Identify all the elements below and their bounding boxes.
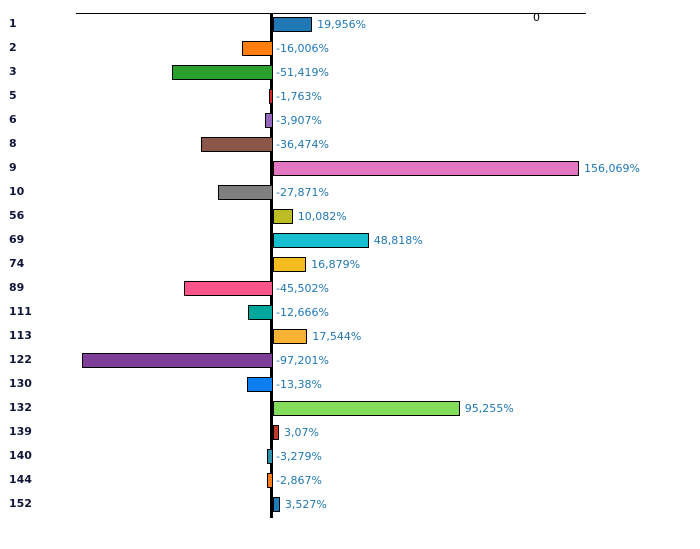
category-label: 122 (9, 353, 32, 366)
bar-130[interactable] (246, 377, 273, 392)
category-label: 8 (9, 137, 17, 150)
bar-value-label: 95,255% (464, 402, 514, 415)
category-label: 152 (9, 497, 32, 510)
bar-row: 74 16,879% (0, 253, 700, 277)
category-label: 113 (9, 329, 32, 342)
bar-row: 1 19,956% (0, 13, 700, 37)
bar-value-label: -51,419% (276, 66, 329, 79)
category-label: 2 (9, 41, 17, 54)
bar-140[interactable] (266, 449, 273, 464)
bar-row: 140 -3,279% (0, 445, 700, 469)
bar-row: 113 17,544% (0, 325, 700, 349)
bar-row: 56 10,082% (0, 205, 700, 229)
bar-74[interactable] (273, 257, 307, 272)
top-axis-line (76, 13, 586, 14)
bar-113[interactable] (273, 329, 308, 344)
bar-row: 10 -27,871% (0, 181, 700, 205)
bar-value-label: 156,069% (584, 162, 640, 175)
bar-value-label: -3,279% (276, 450, 322, 463)
bar-1[interactable] (273, 17, 313, 32)
bar-3[interactable] (172, 65, 273, 80)
bar-row: 144 -2,867% (0, 469, 700, 493)
bar-value-label: -12,666% (276, 306, 329, 319)
bar-value-label: 10,082% (297, 210, 347, 223)
category-label: 111 (9, 305, 32, 318)
bar-152[interactable] (273, 497, 280, 512)
bar-row: 3 -51,419% (0, 61, 700, 85)
category-label: 1 (9, 17, 17, 30)
bar-132[interactable] (273, 401, 460, 416)
category-label: 56 (9, 209, 25, 222)
bar-row: 139 3,07% (0, 421, 700, 445)
bar-value-label: 3,527% (284, 498, 327, 511)
bar-row: 89 -45,502% (0, 277, 700, 301)
bar-row: 130 -13,38% (0, 373, 700, 397)
category-label: 74 (9, 257, 25, 270)
bar-row: 5 -1,763% (0, 85, 700, 109)
bar-6[interactable] (265, 113, 273, 128)
bar-89[interactable] (183, 281, 273, 296)
category-label: 3 (9, 65, 17, 78)
category-label: 69 (9, 233, 25, 246)
bar-value-label: -36,474% (276, 138, 329, 151)
bar-value-label: -3,907% (276, 114, 322, 127)
bar-row: 8 -36,474% (0, 133, 700, 157)
bar-value-label: -45,502% (276, 282, 329, 295)
bar-8[interactable] (201, 137, 273, 152)
bar-56[interactable] (273, 209, 293, 224)
bar-value-label: 17,544% (312, 330, 362, 343)
category-label: 130 (9, 377, 32, 390)
bar-value-label: -27,871% (276, 186, 329, 199)
bar-value-label: -16,006% (276, 42, 329, 55)
bar-122[interactable] (82, 353, 273, 368)
bar-9[interactable] (273, 161, 579, 176)
bar-value-label: -2,867% (276, 474, 322, 487)
bar-row: 6 -3,907% (0, 109, 700, 133)
bar-row: 132 95,255% (0, 397, 700, 421)
bar-10[interactable] (218, 185, 273, 200)
bar-row: 122 -97,201% (0, 349, 700, 373)
bar-value-label: -97,201% (276, 354, 329, 367)
category-label: 139 (9, 425, 32, 438)
bar-value-label: 3,07% (284, 426, 319, 439)
bar-value-label: 16,879% (311, 258, 361, 271)
bar-rows-container: 1 19,956% 2 -16,006% 3 -51,419% 5 -1,763% 6 -3,90… (0, 13, 700, 517)
bar-row: 69 48,818% (0, 229, 700, 253)
axis-tick-label-zero: 0 (533, 11, 540, 24)
category-label: 10 (9, 185, 25, 198)
bar-5[interactable] (269, 89, 273, 104)
category-label: 89 (9, 281, 25, 294)
bar-row: 152 3,527% (0, 493, 700, 517)
category-label: 140 (9, 449, 32, 462)
category-label: 132 (9, 401, 32, 414)
bar-144[interactable] (267, 473, 273, 488)
bar-row: 111 -12,666% (0, 301, 700, 325)
category-label: 144 (9, 473, 32, 486)
bar-row: 2 -16,006% (0, 37, 700, 61)
bar-row: 9 156,069% (0, 157, 700, 181)
bar-69[interactable] (273, 233, 369, 248)
bar-2[interactable] (241, 41, 273, 56)
category-label: 5 (9, 89, 17, 102)
bar-value-label: -13,38% (276, 378, 322, 391)
category-label: 6 (9, 113, 17, 126)
bar-value-label: 19,956% (317, 18, 367, 31)
zero-baseline-axis: 0 (270, 11, 540, 518)
bar-value-label: 48,818% (373, 234, 423, 247)
bar-value-label: -1,763% (276, 90, 322, 103)
bar-111[interactable] (248, 305, 273, 320)
category-label: 9 (9, 161, 17, 174)
bar-139[interactable] (273, 425, 280, 440)
